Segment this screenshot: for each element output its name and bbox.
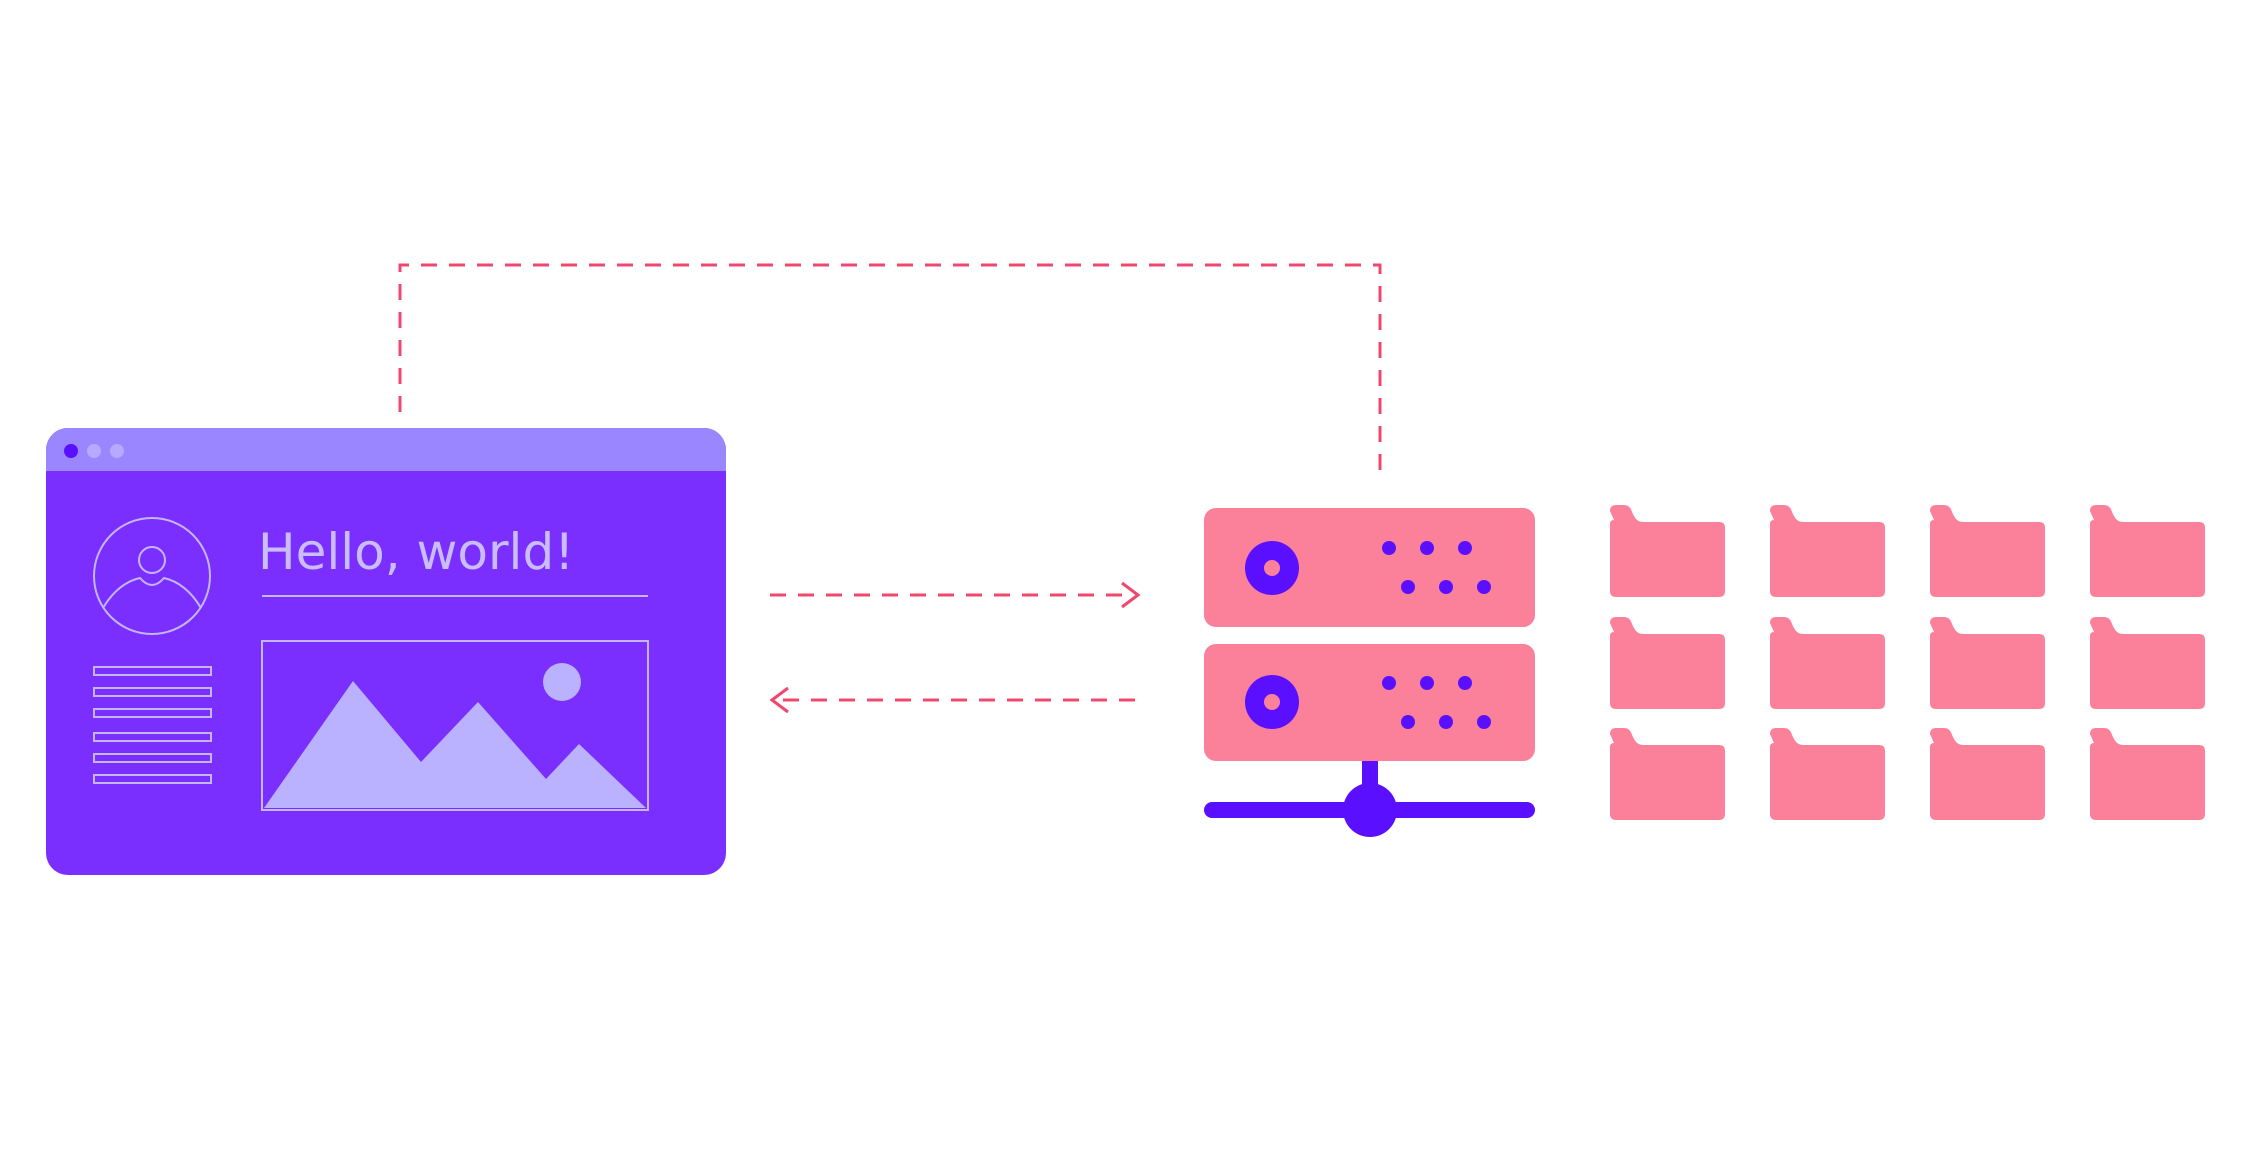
- request-arrow: [770, 581, 1141, 609]
- response-arrow: [769, 686, 1135, 714]
- avatar-head: [138, 546, 166, 574]
- text-line: [93, 708, 212, 718]
- text-line: [93, 666, 212, 676]
- browser-titlebar: [46, 428, 726, 471]
- window-dot-close[interactable]: [64, 444, 78, 458]
- window-dot-minimize[interactable]: [87, 444, 101, 458]
- folder-icon: [2090, 728, 2205, 820]
- server-unit-2-indicators: [1382, 676, 1491, 729]
- browser-window: Hello, world!: [46, 428, 726, 875]
- folders-grid: [1610, 505, 2205, 820]
- server-unit-1-indicators: [1382, 541, 1491, 594]
- image-placeholder: [261, 640, 649, 811]
- text-line: [93, 774, 212, 784]
- folder-icon: [1770, 617, 1885, 709]
- network-node-icon: [1343, 783, 1397, 837]
- avatar-shoulders: [102, 576, 202, 609]
- folder-icon: [1770, 505, 1885, 597]
- server: [1204, 508, 1535, 837]
- folder-icon: [2090, 617, 2205, 709]
- folder-icon: [1930, 505, 2045, 597]
- folder-icon: [1610, 617, 1725, 709]
- folder-icon: [1610, 728, 1725, 820]
- folder-icon: [1930, 728, 2045, 820]
- folder-icon: [1930, 617, 2045, 709]
- folder-icon: [1610, 505, 1725, 597]
- avatar: [93, 517, 211, 635]
- greeting-heading: Hello, world!: [258, 523, 574, 581]
- server-unit-1: [1204, 508, 1535, 627]
- text-line: [93, 732, 212, 742]
- sun: [543, 663, 581, 701]
- browser-window-body: [46, 428, 726, 875]
- folder-icon: [2090, 505, 2205, 597]
- server-unit-2: [1204, 644, 1535, 761]
- folder-icon: [1770, 728, 1885, 820]
- mountains: [264, 681, 646, 808]
- window-dot-maximize[interactable]: [110, 444, 124, 458]
- text-line: [93, 753, 212, 763]
- text-line: [93, 687, 212, 697]
- network-base: [1204, 761, 1535, 837]
- text-lines: [93, 666, 212, 784]
